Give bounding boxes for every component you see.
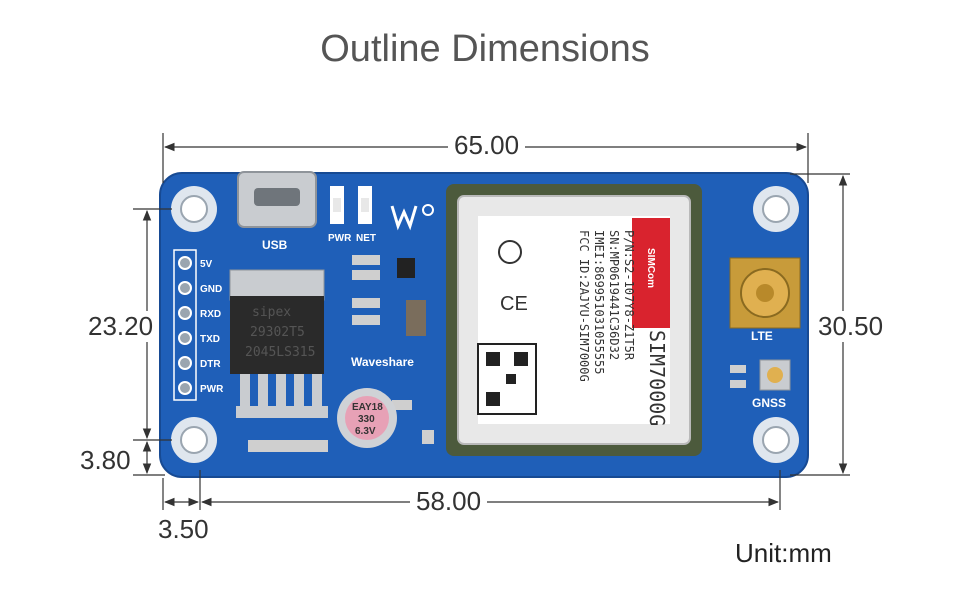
- smd-components: [248, 255, 434, 452]
- svg-text:CE: CE: [500, 293, 528, 315]
- regulator-line-2: 2045LS315: [245, 345, 315, 360]
- mounting-hole-bottom-right: [753, 417, 799, 463]
- waveshare-logo: [390, 204, 434, 231]
- gnss-label: GNSS: [752, 396, 786, 410]
- module-line-3: IMEI:869951031055555: [592, 230, 606, 375]
- module-line-4: FCC ID:2AJYU-SIM7000G: [577, 230, 591, 382]
- led-pwr: [330, 186, 344, 224]
- usb-connector: [237, 171, 317, 228]
- dimension-height-total: 30.50: [812, 311, 890, 342]
- lte-label: LTE: [751, 329, 773, 343]
- pwr-label: PWR: [328, 233, 352, 244]
- module-line-1: P/N:S2-107Y8-Z1T5R: [622, 230, 636, 361]
- pin-header: [173, 249, 197, 401]
- lte-antenna-connector: [729, 257, 801, 329]
- page-title: Outline Dimensions: [320, 28, 650, 70]
- mounting-hole-top-right: [753, 186, 799, 232]
- cap-line-3: 6.3V: [355, 426, 376, 437]
- pin-label-gnd: GND: [200, 284, 222, 295]
- voltage-regulator: [229, 269, 328, 418]
- brand-label: Waveshare: [351, 355, 414, 369]
- regulator-line-1: 29302T5: [250, 325, 305, 340]
- usb-label: USB: [262, 238, 288, 252]
- dimension-hole-offset-x: 3.50: [158, 514, 209, 544]
- pin-label-pwr: PWR: [200, 384, 224, 395]
- electrolytic-capacitor: [337, 388, 397, 448]
- cap-line-1: EAY18: [352, 402, 383, 413]
- pin-label-txd: TXD: [200, 334, 220, 345]
- mounting-hole-bottom-left: [171, 417, 217, 463]
- pin-label-5v: 5V: [200, 259, 213, 270]
- dimension-width-holes: 58.00: [410, 486, 488, 517]
- pin-label-dtr: DTR: [200, 359, 221, 370]
- gnss-antenna-connector: [730, 359, 791, 391]
- led-net: [358, 186, 372, 224]
- pin-label-rxd: RXD: [200, 309, 221, 320]
- regulator-brand: sipex: [252, 305, 291, 320]
- module-brand: SIMCom: [645, 248, 656, 288]
- dimension-hole-offset-y: 3.80: [80, 445, 131, 475]
- mounting-hole-top-left: [171, 186, 217, 232]
- unit-label: Unit:mm: [735, 538, 832, 568]
- dimension-width-total: 65.00: [448, 130, 526, 161]
- dimension-height-holes: 23.20: [82, 311, 160, 342]
- net-label: NET: [356, 233, 376, 244]
- sim7000g-module: CE: [446, 184, 702, 456]
- module-model: SIM7000G: [645, 330, 669, 426]
- cap-line-2: 330: [358, 414, 375, 425]
- module-line-2: SN:MP0619441C36D32: [607, 230, 621, 360]
